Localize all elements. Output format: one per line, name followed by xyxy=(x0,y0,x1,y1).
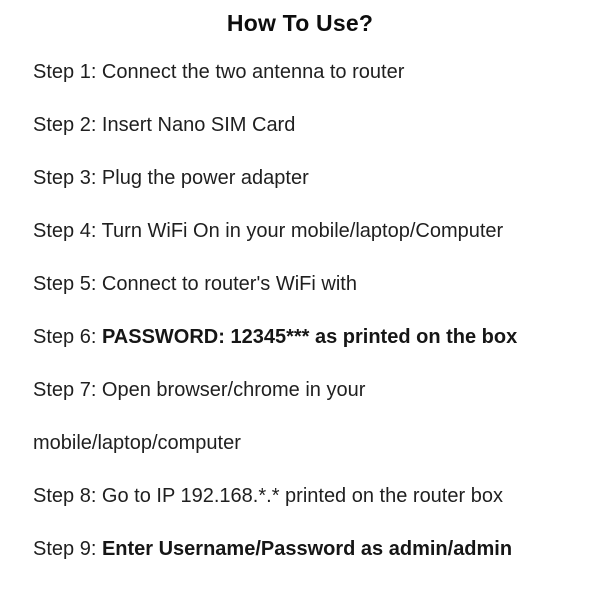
step-9-credentials-text: Enter Username/Password as admin/admin xyxy=(101,538,513,560)
step-2: Step 2: Insert Nano SIM Card xyxy=(33,99,590,152)
step-7: Step 7: Open browser/chrome in your mobil… xyxy=(33,364,590,470)
step-8-text: Step 8: Go to IP 192.168.*.* printed on … xyxy=(33,485,503,507)
instruction-sheet: How To Use? Step 1: Connect the two ante… xyxy=(0,8,600,608)
step-7-line1: Step 7: Open browser/chrome in your xyxy=(33,379,366,401)
step-3-text: Step 3: Plug the power adapter xyxy=(33,167,309,189)
step-1: Step 1: Connect the two antenna to route… xyxy=(33,46,590,99)
step-6-prefix: Step 6: xyxy=(33,326,102,348)
step-9-prefix: Step 9: xyxy=(33,538,102,560)
step-3: Step 3: Plug the power adapter xyxy=(33,152,590,205)
step-4-text: Step 4: Turn WiFi On in your mobile/lapt… xyxy=(33,220,504,242)
step-9: Step 9: Enter Username/Password as admin… xyxy=(33,523,590,576)
step-8: Step 8: Go to IP 192.168.*.* printed on … xyxy=(33,470,590,523)
step-6-password-text: PASSWORD: 12345*** as printed on the box xyxy=(101,326,518,348)
steps-list: Step 1: Connect the two antenna to route… xyxy=(0,46,600,576)
step-7-line2: mobile/laptop/computer xyxy=(33,432,241,454)
step-4: Step 4: Turn WiFi On in your mobile/lapt… xyxy=(33,205,590,258)
page-title: How To Use? xyxy=(226,10,374,36)
step-6: Step 6: PASSWORD: 12345*** as printed on… xyxy=(33,311,590,364)
step-5: Step 5: Connect to router's WiFi with xyxy=(33,258,590,311)
step-5-text: Step 5: Connect to router's WiFi with xyxy=(33,273,357,295)
step-2-text: Step 2: Insert Nano SIM Card xyxy=(33,114,296,136)
step-1-text: Step 1: Connect the two antenna to route… xyxy=(33,61,405,83)
